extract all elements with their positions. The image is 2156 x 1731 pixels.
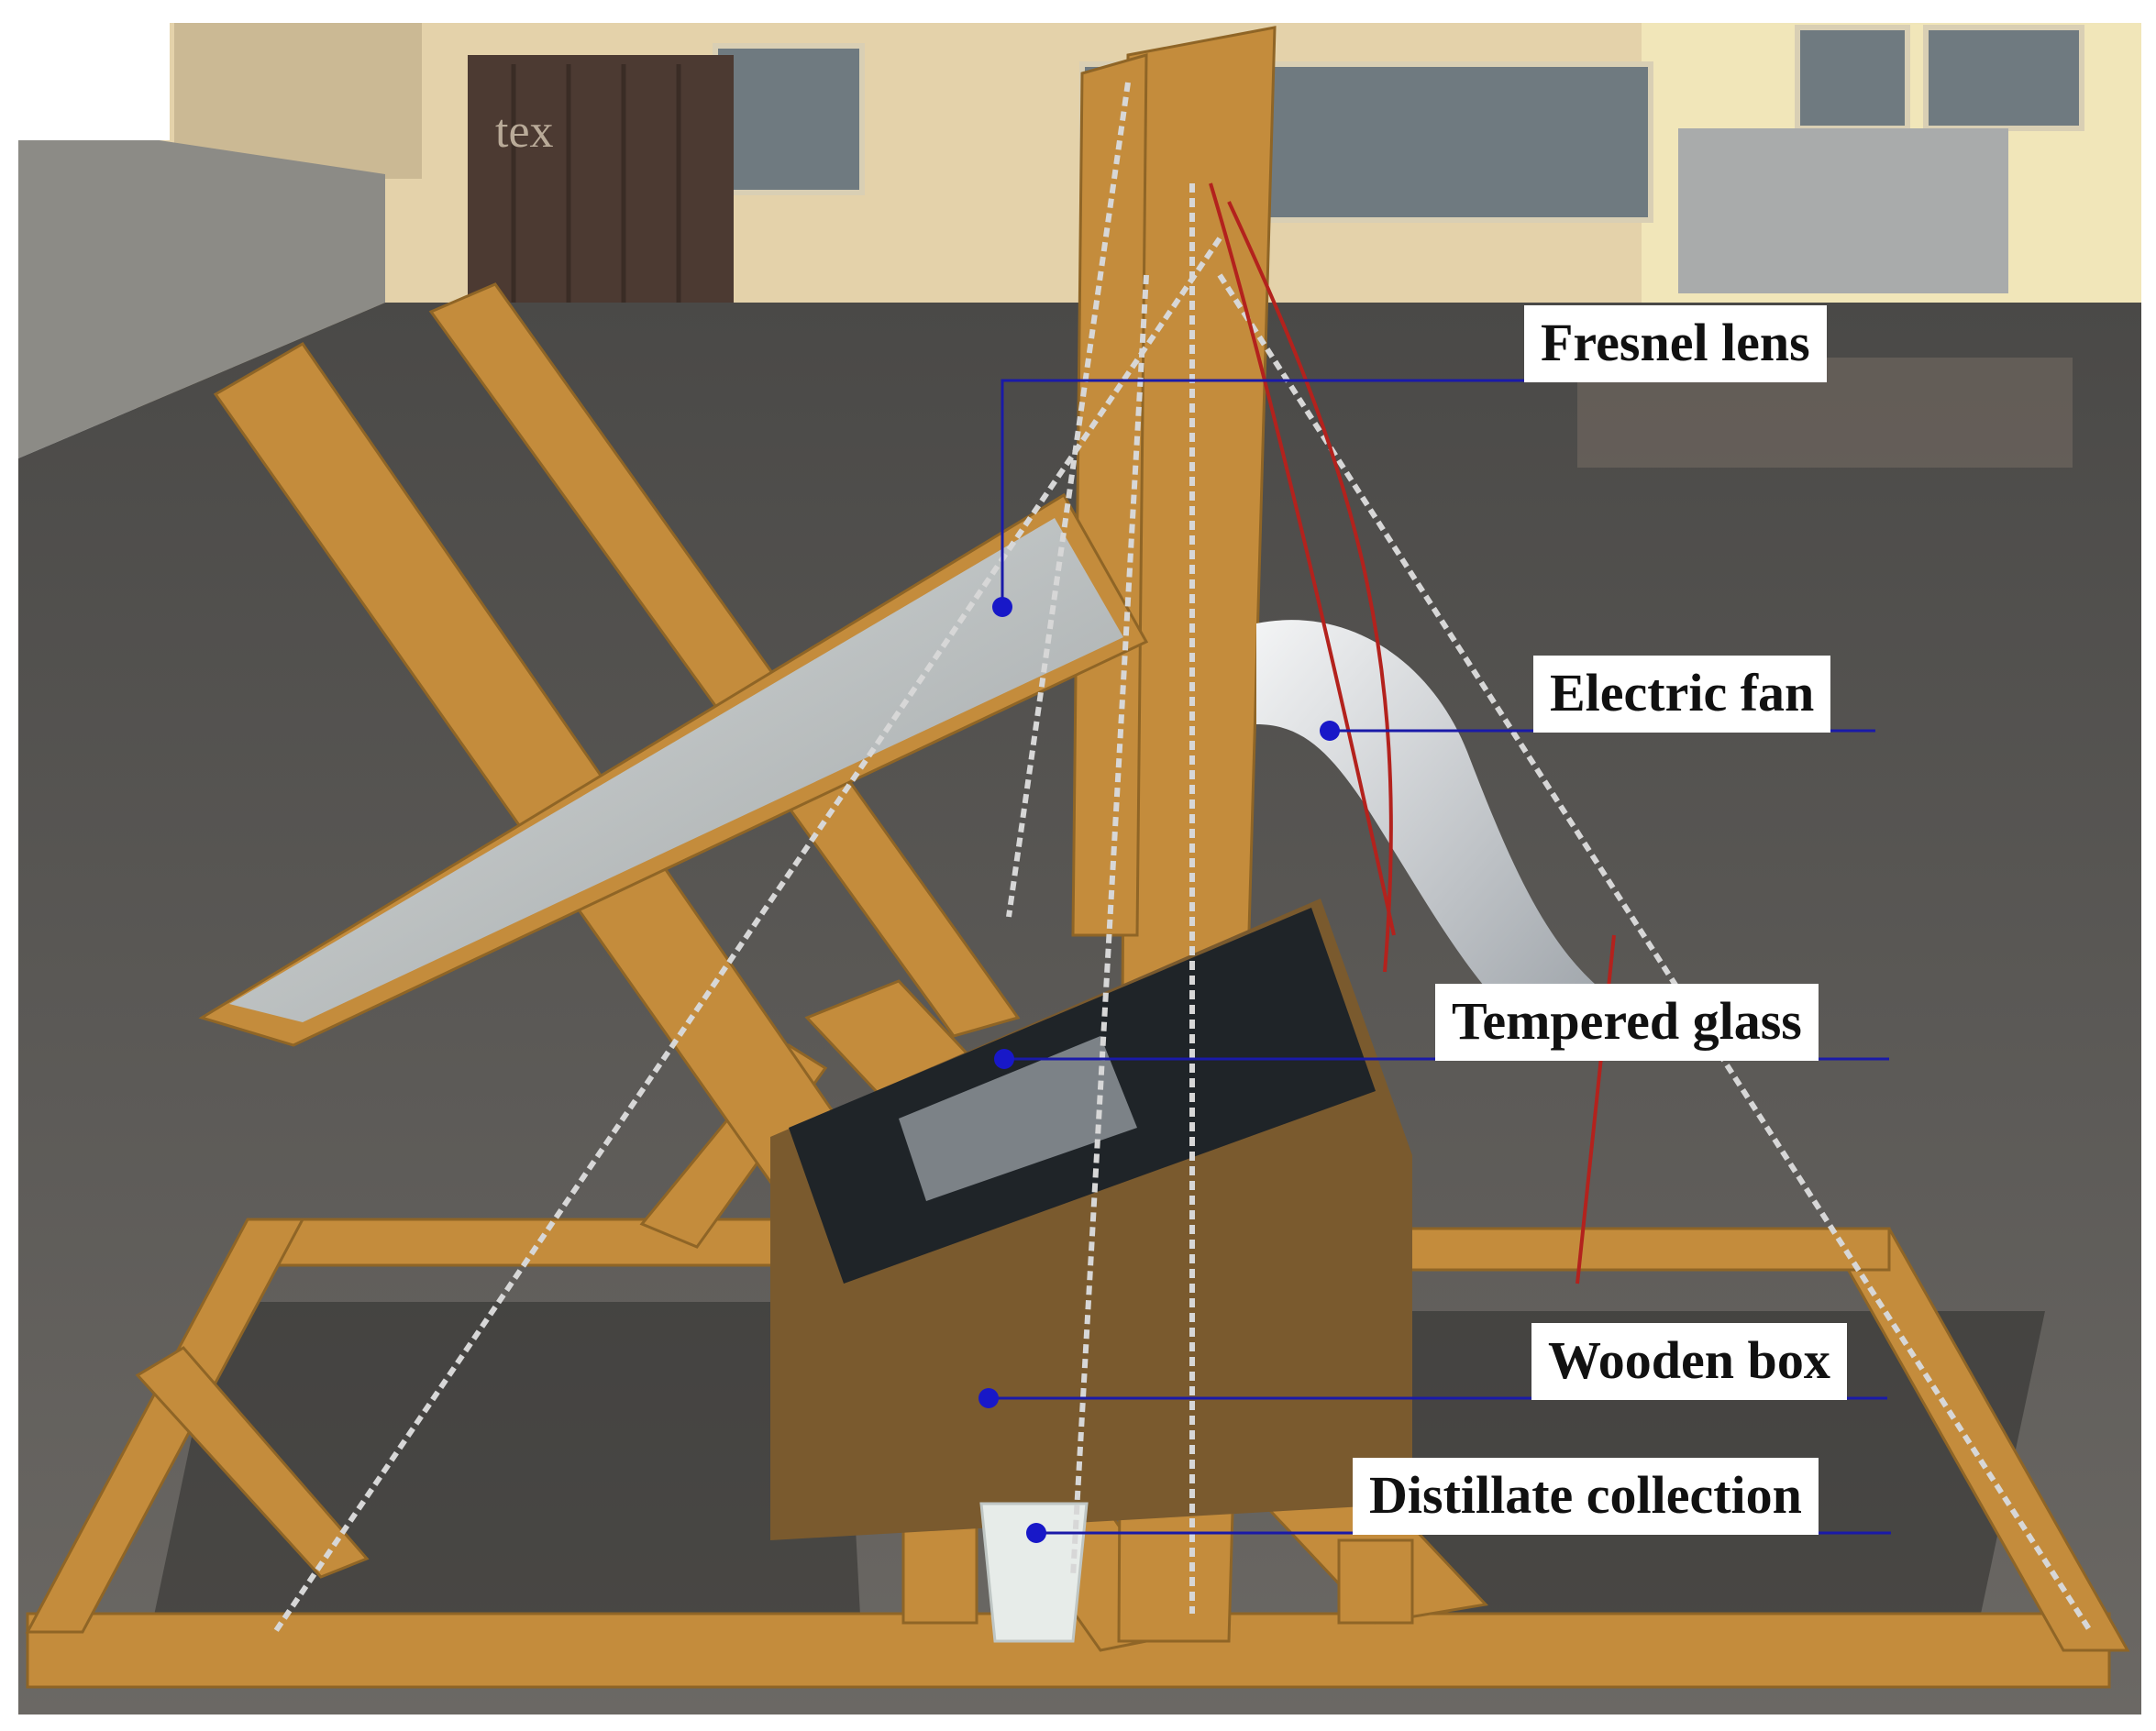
marker-electric-fan xyxy=(1320,721,1340,741)
shipping-container xyxy=(468,55,734,330)
label-electric-fan: Electric fan xyxy=(1533,656,1831,733)
marker-wooden-box xyxy=(978,1388,999,1408)
fresnel-lens xyxy=(229,518,1123,1022)
marker-dots xyxy=(978,597,1340,1543)
label-distillate-collection: Distillate collection xyxy=(1353,1458,1819,1535)
marker-tempered-glass xyxy=(994,1049,1014,1069)
label-fresnel-lens: Fresnel lens xyxy=(1524,305,1827,382)
marker-distillate-collection xyxy=(1026,1523,1046,1543)
support-chains xyxy=(272,82,2094,1634)
distillate-collection-cup xyxy=(979,1502,1089,1643)
electrical-cabinet xyxy=(1678,128,2008,293)
marker-fresnel-lens xyxy=(992,597,1012,617)
container-marking: tex xyxy=(495,105,554,158)
leader-line-fresnel-lens xyxy=(1001,379,1524,607)
concrete-wall xyxy=(18,119,385,458)
label-wooden-box: Wooden box xyxy=(1531,1323,1847,1400)
label-tempered-glass: Tempered glass xyxy=(1435,984,1819,1061)
